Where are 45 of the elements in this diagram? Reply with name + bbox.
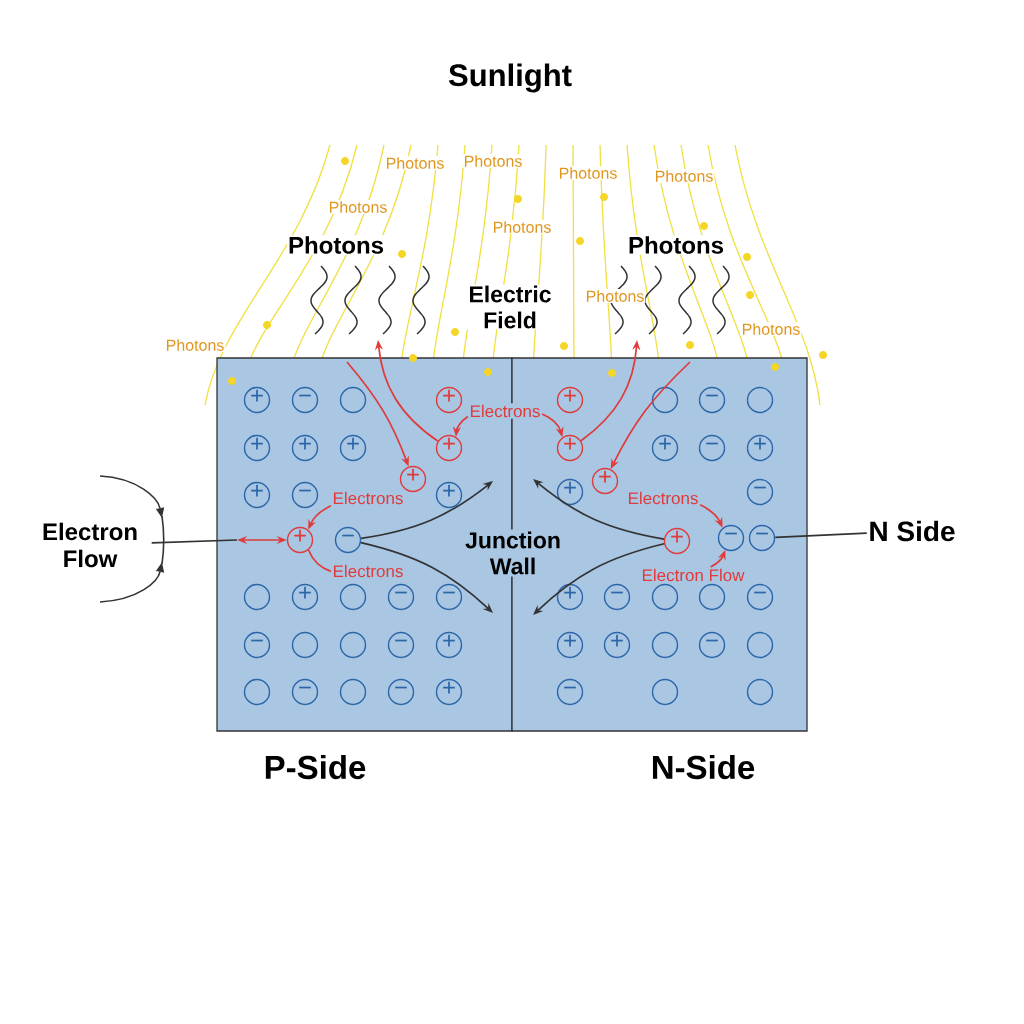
charge-symbol	[746, 678, 774, 706]
charge-symbol	[243, 678, 271, 706]
leader-line	[307, 549, 332, 573]
title: Sunlight	[448, 63, 572, 93]
side-label: N Side	[870, 520, 955, 542]
charge-symbol	[339, 583, 367, 611]
side-label: Electron Flow	[43, 522, 137, 568]
node-label: P-Side	[265, 754, 366, 780]
charge-symbol	[746, 386, 774, 414]
leader-line	[150, 539, 238, 544]
arrow	[360, 541, 493, 613]
charge-symbol	[339, 678, 367, 706]
charge-symbol	[651, 678, 679, 706]
photon-label: Photons	[584, 289, 646, 303]
callout-label: Electrons	[331, 563, 405, 579]
arrow	[360, 481, 493, 540]
callout-label: Electrons	[331, 490, 405, 506]
photon-heading: Photons	[287, 235, 385, 255]
photon-label: Photons	[384, 156, 446, 170]
charge-symbol	[651, 631, 679, 659]
junction-label: Junction Wall	[456, 529, 570, 577]
charge-symbol	[339, 386, 367, 414]
callout-label: Electrons	[468, 403, 542, 419]
field-label: Electric Field	[456, 284, 564, 330]
charge-symbol	[243, 583, 271, 611]
arrow	[533, 542, 665, 615]
photon-label: Photons	[491, 220, 553, 234]
charge-symbol	[698, 583, 726, 611]
charge-symbol	[746, 631, 774, 659]
photon-heading: Photons	[627, 235, 725, 255]
leader-line	[774, 532, 868, 539]
photon-label: Photons	[327, 200, 389, 214]
charge-symbol	[339, 631, 367, 659]
photon-label: Photons	[653, 169, 715, 183]
photon-label: Photons	[740, 322, 802, 336]
charge-symbol	[651, 386, 679, 414]
photon-label: Photons	[462, 154, 524, 168]
charge-symbol	[651, 583, 679, 611]
photon-label: Photons	[557, 166, 619, 180]
callout-label: Electrons	[626, 490, 700, 506]
photon-label: Photons	[164, 338, 226, 352]
charge-symbol	[291, 631, 319, 659]
arrow	[533, 479, 665, 540]
node-label: N-Side	[652, 754, 755, 780]
callout-label: Electron Flow	[640, 567, 746, 583]
